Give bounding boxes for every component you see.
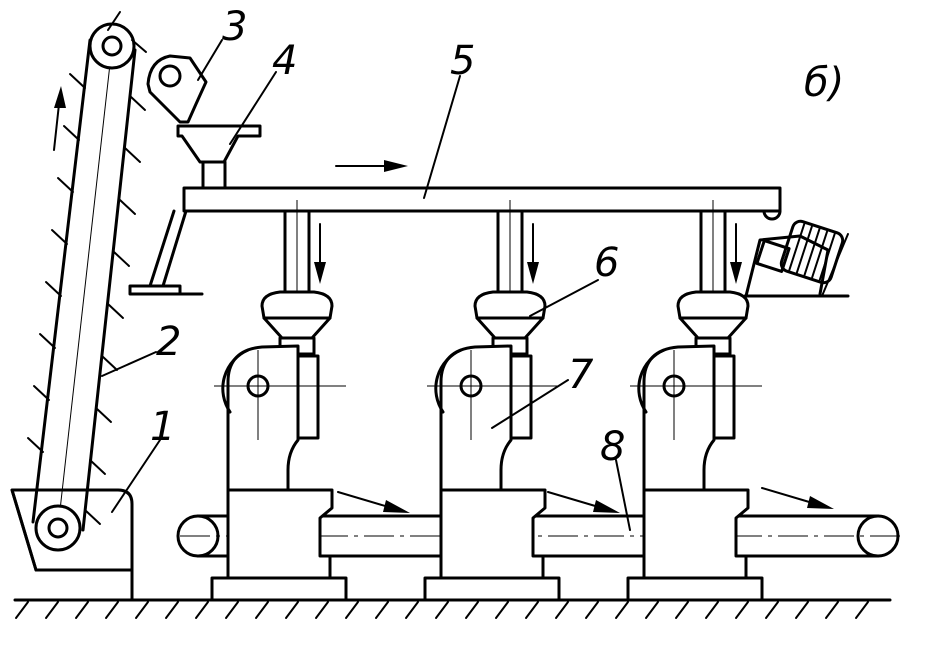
distribution-conveyor: [128, 160, 782, 296]
output-arrows: [337, 487, 834, 513]
floor: [13, 598, 892, 619]
label-2: 2: [156, 319, 181, 365]
label-3: 3: [222, 4, 247, 50]
label-1: 1: [150, 404, 175, 450]
label-6: 6: [594, 240, 619, 286]
label-5: 5: [450, 38, 475, 84]
motor-drive: [743, 219, 850, 298]
machine-unit-2: [423, 200, 561, 602]
label-7: 7: [568, 352, 594, 398]
machine-unit-3: [626, 200, 764, 602]
hopper: [176, 124, 262, 190]
label-4: 4: [272, 38, 297, 84]
tipper: [146, 54, 208, 124]
machine-unit-1: [210, 200, 348, 602]
leader-lines: [101, 39, 631, 531]
label-8: 8: [600, 424, 625, 470]
machine-units: [210, 200, 764, 602]
elevator-base: [10, 488, 134, 602]
inclined-elevator: [27, 11, 147, 552]
variant-label: б): [804, 60, 844, 106]
